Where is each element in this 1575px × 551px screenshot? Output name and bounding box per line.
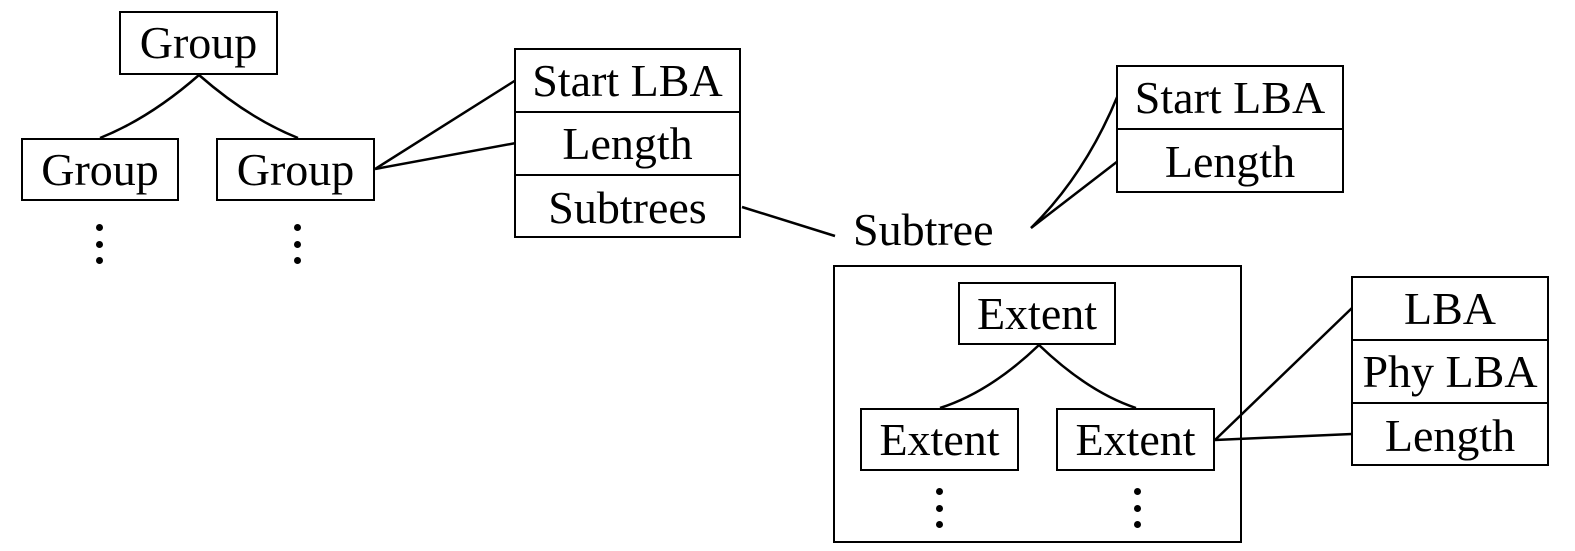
subtrees-to-subtree-line <box>741 205 836 238</box>
extent-to-length-line <box>1214 432 1353 442</box>
extent-to-lba-line <box>1214 307 1353 441</box>
subtree-to-startlba-line <box>1030 94 1120 229</box>
group-child-node-right: Group <box>216 138 375 201</box>
extent-right-ellipsis-icon <box>1134 488 1142 528</box>
group-record: Start LBA Length Subtrees <box>514 48 741 238</box>
group-to-length-line <box>374 141 517 171</box>
extent-record-lba: LBA <box>1353 278 1547 341</box>
group-root-node: Group <box>119 11 278 75</box>
extent-left-ellipsis-icon <box>936 488 944 528</box>
extent-record: LBA Phy LBA Length <box>1351 276 1549 466</box>
group-right-ellipsis-icon <box>294 224 302 264</box>
extent-root-node: Extent <box>958 282 1116 345</box>
subtree-label: Subtree <box>853 204 994 255</box>
group-record-subtrees: Subtrees <box>548 181 707 233</box>
subtree-record: Start LBA Length <box>1116 65 1344 193</box>
group-child-node-left: Group <box>21 138 179 201</box>
extent-record-length: Length <box>1384 409 1516 461</box>
extent-record-phy-lba: Phy LBA <box>1353 341 1547 404</box>
subtree-to-length-line <box>1030 160 1119 229</box>
group-record-length: Length <box>516 113 739 176</box>
group-left-ellipsis-icon <box>96 224 104 264</box>
extent-left-branch <box>939 344 1040 410</box>
extent-child-node-left: Extent <box>860 408 1019 471</box>
group-left-branch <box>99 74 200 140</box>
extent-child-node-right: Extent <box>1056 408 1215 471</box>
group-to-startlba-line <box>374 78 517 171</box>
extent-tree-container <box>833 265 1242 543</box>
subtree-record-length: Length <box>1164 135 1296 187</box>
group-right-branch <box>198 74 299 140</box>
extent-right-branch <box>1038 344 1137 410</box>
subtree-record-start-lba: Start LBA <box>1118 67 1342 130</box>
group-record-start-lba: Start LBA <box>516 50 739 113</box>
